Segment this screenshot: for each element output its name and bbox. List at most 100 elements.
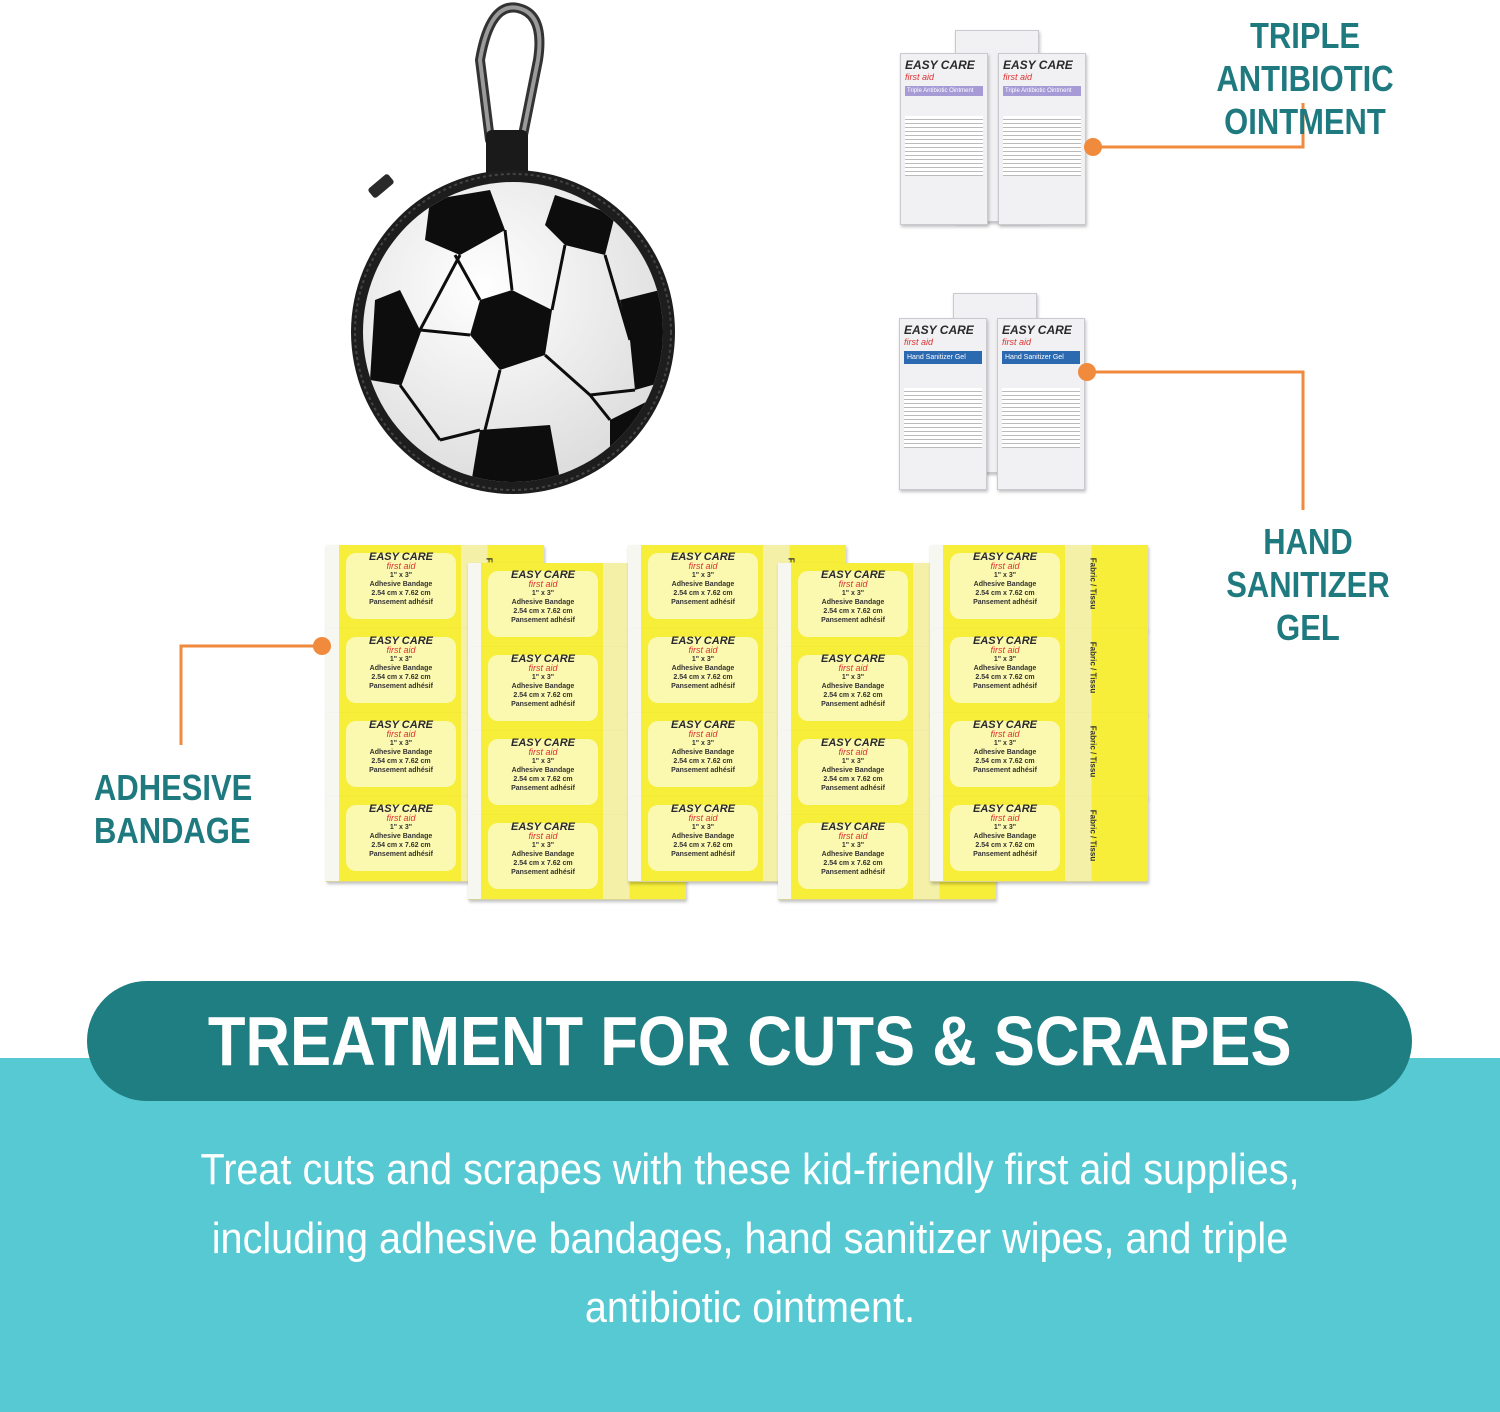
brand-sub-label: first aid: [688, 729, 718, 739]
brand-sub-label: first aid: [688, 561, 718, 571]
brand-label: EASY CARE: [511, 569, 575, 581]
bandage-name: Adhesive Bandage: [369, 749, 433, 756]
brand-label: EASY CARE: [821, 821, 885, 833]
brand-sub-label: first aid: [386, 813, 416, 823]
bandage-size: 1" x 3": [993, 740, 1017, 747]
sanitizer-label: Hand Sanitizer Gel: [904, 351, 982, 364]
bandage-metric: 2.54 cm x 7.62 cm: [673, 758, 733, 765]
ointment-label: Triple Antibiotic Ointment: [905, 86, 983, 96]
brand-label: EASY CARE: [973, 635, 1037, 647]
brand-label: EASY CARE: [904, 323, 974, 337]
brand-label: EASY CARE: [511, 737, 575, 749]
bandage-metric: 2.54 cm x 7.62 cm: [673, 842, 733, 849]
brand-label: EASY CARE: [973, 719, 1037, 731]
bandage-size: 1" x 3": [389, 740, 413, 747]
brand-label: EASY CARE: [671, 719, 735, 731]
bandage-name: Adhesive Bandage: [671, 665, 735, 672]
bandage-metric: 2.54 cm x 7.62 cm: [975, 590, 1035, 597]
carabiner-icon: [474, 2, 545, 182]
description-text: Treat cuts and scrapes with these kid-fr…: [200, 1145, 1300, 1332]
bandage-french: Pansement adhésif: [821, 785, 885, 792]
bandage-name: Adhesive Bandage: [973, 581, 1037, 588]
bandage-size: 1" x 3": [691, 824, 715, 831]
brand-sub-label: first aid: [528, 831, 558, 841]
bandage-metric: 2.54 cm x 7.62 cm: [371, 758, 431, 765]
bottom-band: [0, 1058, 1500, 1412]
bandage-metric: 2.54 cm x 7.62 cm: [371, 842, 431, 849]
brand-sub-label: first aid: [1003, 72, 1033, 82]
bandage-size: 1" x 3": [993, 656, 1017, 663]
brand-label: EASY CARE: [369, 803, 433, 815]
bandage-name: Adhesive Bandage: [511, 599, 575, 606]
callout-leaders: [179, 103, 1305, 745]
bandage-name: Adhesive Bandage: [973, 665, 1037, 672]
bandage-french: Pansement adhésif: [671, 767, 735, 774]
sanitizer-packet: EASY CARE first aid Hand Sanitizer Gel: [899, 318, 987, 490]
bandage-size: 1" x 3": [841, 842, 865, 849]
bandage-french: Pansement adhésif: [671, 599, 735, 606]
bandage-french: Pansement adhésif: [821, 869, 885, 876]
bandage-french: Pansement adhésif: [973, 851, 1037, 858]
brand-label: EASY CARE: [821, 737, 885, 749]
brand-label: EASY CARE: [1003, 58, 1073, 72]
brand-sub-label: first aid: [838, 747, 868, 757]
callout-adhesive-bandage: ADHESIVE BANDAGE: [94, 767, 253, 852]
bandage-french: Pansement adhésif: [511, 869, 575, 876]
brand-sub-label: first aid: [386, 729, 416, 739]
brand-sub-label: first aid: [838, 663, 868, 673]
bandage-name: Adhesive Bandage: [821, 599, 885, 606]
brand-label: EASY CARE: [369, 551, 433, 563]
brand-sub-label: first aid: [905, 72, 935, 82]
bandage-size: 1" x 3": [841, 674, 865, 681]
ointment-packet: EASY CARE first aid Triple Antibiotic Oi…: [998, 53, 1086, 225]
bandage-french: Pansement adhésif: [671, 683, 735, 690]
bandage-name: Adhesive Bandage: [511, 767, 575, 774]
sanitizer-packet: EASY CARE first aid Hand Sanitizer Gel: [997, 318, 1085, 490]
brand-sub-label: first aid: [386, 561, 416, 571]
bandage-metric: 2.54 cm x 7.62 cm: [513, 608, 573, 615]
brand-label: EASY CARE: [369, 719, 433, 731]
bandage-metric: 2.54 cm x 7.62 cm: [513, 860, 573, 867]
bandage-metric: 2.54 cm x 7.62 cm: [371, 590, 431, 597]
bandage-name: Adhesive Bandage: [511, 683, 575, 690]
bandage-size: 1" x 3": [691, 572, 715, 579]
bandage-name: Adhesive Bandage: [369, 833, 433, 840]
brand-label: EASY CARE: [511, 653, 575, 665]
bandage-size: 1" x 3": [841, 758, 865, 765]
bandage-french: Pansement adhésif: [973, 767, 1037, 774]
brand-sub-label: first aid: [1002, 337, 1032, 347]
bandage-size: 1" x 3": [389, 656, 413, 663]
bandage-size: 1" x 3": [691, 656, 715, 663]
sanitizer-label: Hand Sanitizer Gel: [1002, 351, 1080, 364]
bandage-metric: 2.54 cm x 7.62 cm: [513, 776, 573, 783]
brand-label: EASY CARE: [671, 551, 735, 563]
sanitizer-packets: EASY CARE first aid Hand Sanitizer Gel E…: [895, 290, 1095, 495]
bandage-size: 1" x 3": [531, 758, 555, 765]
brand-label: EASY CARE: [369, 635, 433, 647]
bandage-size: 1" x 3": [993, 824, 1017, 831]
bandage-french: Pansement adhésif: [369, 851, 433, 858]
bandage-name: Adhesive Bandage: [369, 581, 433, 588]
headline-banner: TREATMENT FOR CUTS & SCRAPES: [87, 981, 1412, 1101]
bandage-french: Pansement adhésif: [973, 599, 1037, 606]
callout-hand-sanitizer: HAND SANITIZER GEL: [1226, 521, 1390, 649]
bandage-name: Adhesive Bandage: [671, 749, 735, 756]
brand-sub-label: first aid: [838, 831, 868, 841]
brand-sub-label: first aid: [990, 561, 1020, 571]
bandage-metric: 2.54 cm x 7.62 cm: [371, 674, 431, 681]
